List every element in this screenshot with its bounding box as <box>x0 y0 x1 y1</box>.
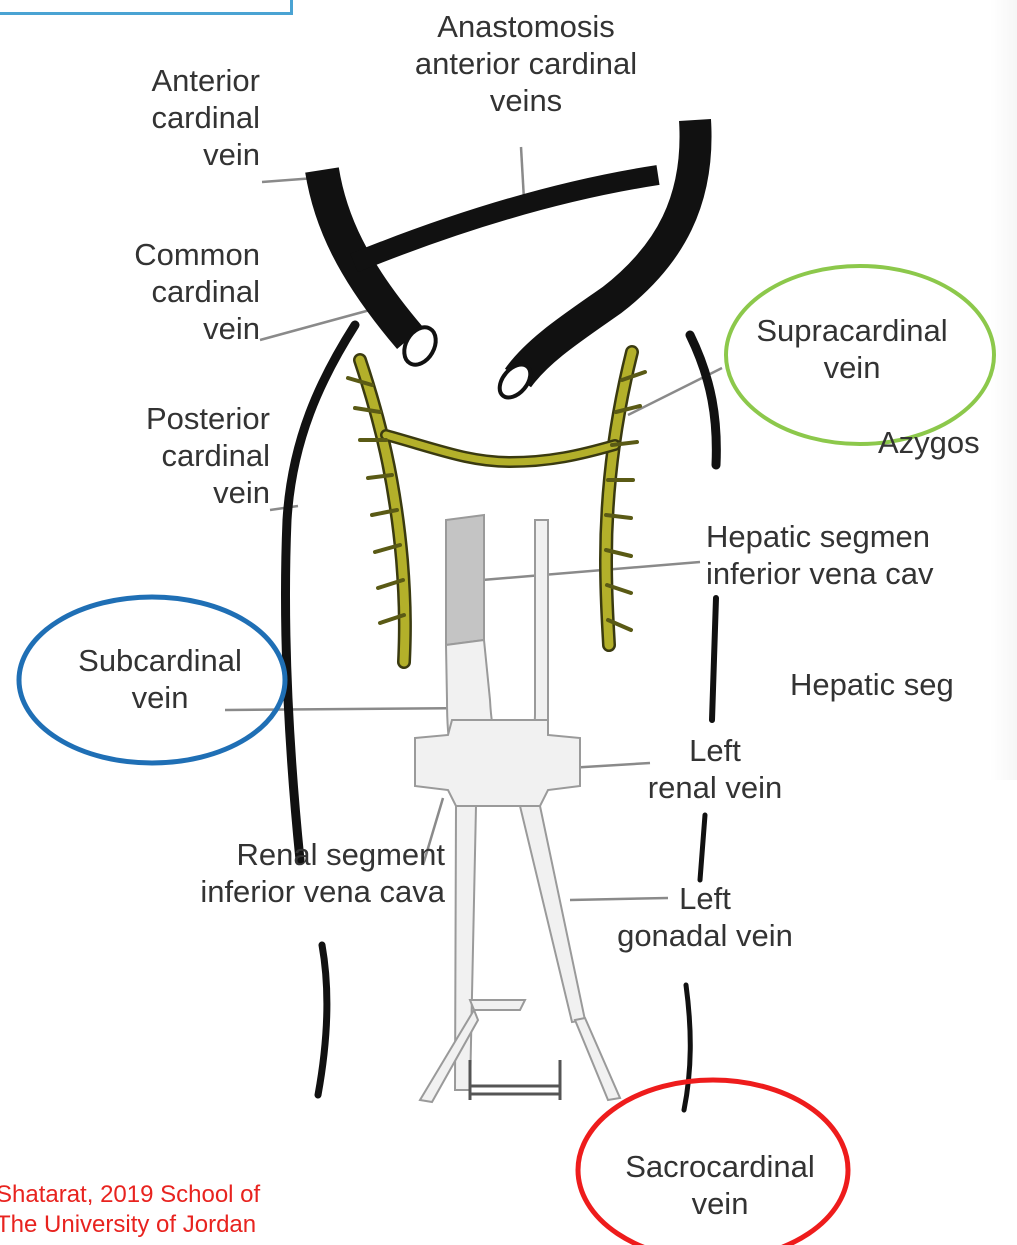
sacrocardinal-anastomosis <box>470 1060 560 1100</box>
label-hepatic-segment-ivc: Hepatic segmen inferior vena cav <box>706 518 1017 592</box>
left-vein-segment-1 <box>712 598 716 720</box>
label-anterior-cardinal-vein: Anterior cardinal vein <box>110 62 260 173</box>
label-anterior-cardinal-line-2: cardinal <box>110 99 260 136</box>
credit-line-2: The University of Jordan <box>0 1210 336 1240</box>
label-common-cardinal-line-3: vein <box>110 310 260 347</box>
label-common-cardinal-line-2: cardinal <box>110 273 260 310</box>
label-anastomosis-line-2: anterior cardinal <box>406 45 646 82</box>
label-common-cardinal-line-1: Common <box>110 236 260 273</box>
label-subcardinal-line-2: vein <box>45 679 275 716</box>
posterior-cardinal-vein-right <box>285 325 355 860</box>
credit-text: Shatarat, 2019 School of The University … <box>0 1180 336 1245</box>
left-gonadal-vein-shape <box>520 806 585 1022</box>
label-renal-segment-line-2: inferior vena cava <box>100 873 445 910</box>
label-renal-segment-ivc: Renal segment inferior vena cava <box>100 836 445 910</box>
label-supracardinal-vein: Supracardinal vein <box>722 312 982 386</box>
anterior-cardinal-veins <box>322 120 696 378</box>
label-renal-segment-line-1: Renal segment <box>100 836 445 873</box>
anterior-cardinal-vein-left <box>518 120 696 378</box>
posterior-cardinal-vein-left <box>690 335 716 465</box>
label-supracardinal-line-2: vein <box>722 349 982 386</box>
label-subcardinal-line-1: Subcardinal <box>45 642 275 679</box>
credit-line-1: Shatarat, 2019 School of <box>0 1180 336 1210</box>
leader-anastomosis <box>521 147 524 200</box>
label-left-gonadal-vein: Left gonadal vein <box>585 880 825 954</box>
label-left-gonadal-line-2: gonadal vein <box>585 917 825 954</box>
renal-segment-ivc <box>415 720 580 806</box>
sacrocardinal-branch-left <box>575 1018 620 1100</box>
label-anterior-cardinal-line-1: Anterior <box>110 62 260 99</box>
label-hepatic-segment-line-1: Hepatic segmen <box>706 518 1017 555</box>
left-vein-segment-3 <box>684 985 690 1110</box>
label-azygos: Azygos <box>878 424 1017 461</box>
posterior-cardinal-vein-lower <box>318 945 327 1095</box>
hepatic-segment-ivc <box>446 515 484 645</box>
label-anastomosis: Anastomosis anterior cardinal veins <box>406 8 646 119</box>
label-hepatic-seg: Hepatic seg <box>790 666 1017 703</box>
label-common-cardinal-vein: Common cardinal vein <box>110 236 260 347</box>
label-posterior-cardinal-line-3: vein <box>110 474 270 511</box>
leader-hepatic-segment <box>482 562 700 580</box>
anastomosis-vein <box>354 175 658 263</box>
label-posterior-cardinal-line-2: cardinal <box>110 437 270 474</box>
label-anastomosis-line-1: Anastomosis <box>406 8 646 45</box>
posterior-cardinal-veins <box>285 325 716 1110</box>
label-hepatic-segment-line-2: inferior vena cav <box>706 555 1017 592</box>
label-left-gonadal-line-1: Left <box>585 880 825 917</box>
label-anastomosis-line-3: veins <box>406 82 646 119</box>
label-sacrocardinal-line-2: vein <box>595 1185 845 1222</box>
connecting-segment <box>470 1000 525 1010</box>
label-subcardinal-vein: Subcardinal vein <box>45 642 275 716</box>
label-anterior-cardinal-line-3: vein <box>110 136 260 173</box>
left-vein-segment-2 <box>700 815 705 880</box>
label-sacrocardinal-line-1: Sacrocardinal <box>595 1148 845 1185</box>
label-left-renal-line-1: Left <box>600 732 830 769</box>
label-posterior-cardinal-line-1: Posterior <box>110 400 270 437</box>
label-left-renal-line-2: renal vein <box>600 769 830 806</box>
label-sacrocardinal-vein: Sacrocardinal vein <box>595 1148 845 1222</box>
subcardinal-system <box>415 515 620 1102</box>
label-posterior-cardinal-vein: Posterior cardinal vein <box>110 400 270 511</box>
label-left-renal-vein: Left renal vein <box>600 732 830 806</box>
label-supracardinal-line-1: Supracardinal <box>722 312 982 349</box>
